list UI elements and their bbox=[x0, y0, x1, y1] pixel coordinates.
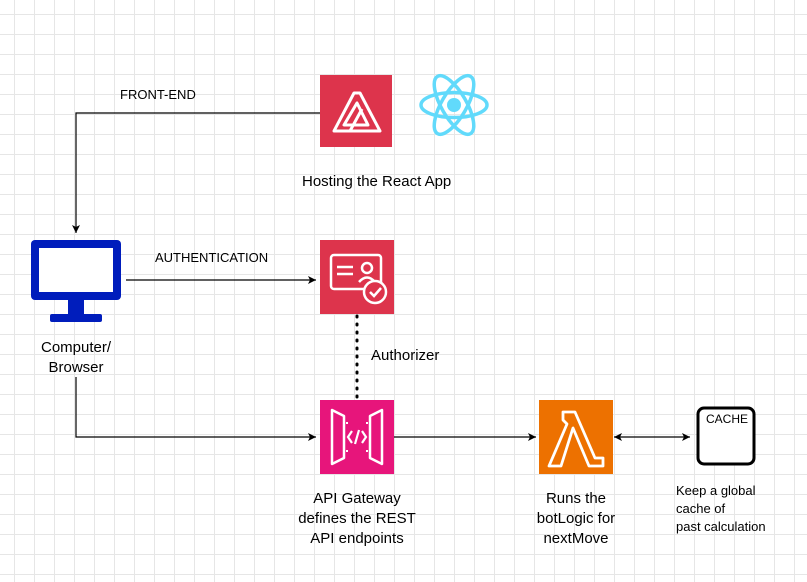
cache-note-label: Keep a global cache of past calculation bbox=[676, 483, 766, 534]
cache-icon: CACHE bbox=[696, 406, 756, 466]
react-icon bbox=[415, 70, 493, 140]
amplify-icon bbox=[320, 75, 392, 147]
monitor-icon bbox=[26, 236, 126, 324]
cache-icon-text: CACHE bbox=[706, 412, 749, 426]
amplify-icon-bg bbox=[320, 75, 392, 147]
frontend-edge bbox=[72, 112, 320, 233]
lambda-label: Runs the botLogic for nextMove bbox=[536, 490, 616, 547]
hosting-label: Hosting the React App bbox=[302, 173, 452, 190]
cognito-icon bbox=[320, 240, 394, 314]
frontend-label: FRONT-END bbox=[120, 87, 196, 102]
computer-label: Computer/ Browser bbox=[40, 339, 112, 376]
authorizer-label: Authorizer bbox=[371, 347, 440, 364]
authentication-label: AUTHENTICATION bbox=[155, 250, 269, 265]
api-gateway-icon bbox=[320, 400, 394, 474]
lambda-icon bbox=[539, 400, 613, 474]
api-gateway-label: API Gateway defines the REST API endpoin… bbox=[298, 490, 416, 547]
api-edge bbox=[75, 377, 316, 441]
